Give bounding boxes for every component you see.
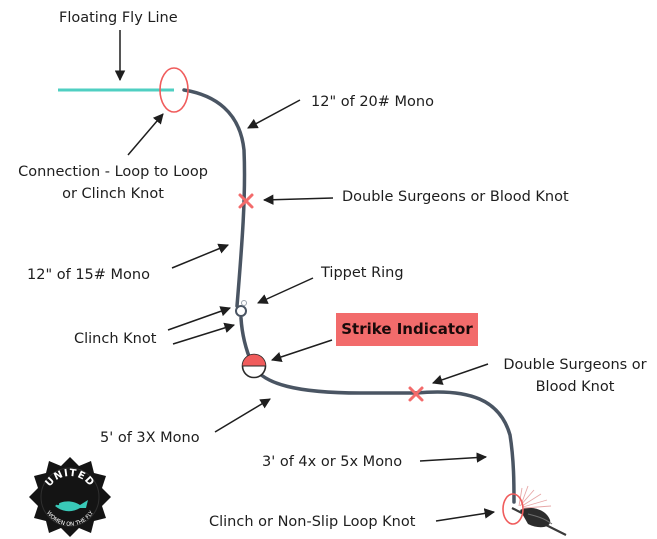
label-double-surgeons-2: Double Surgeons or Blood Knot [495,354,655,398]
strike-indicator-icon [243,355,266,378]
arrow-strike-indicator [272,340,332,360]
label-clinch-nonslip: Clinch or Non-Slip Loop Knot [209,511,415,533]
arrow-mono-15 [172,245,228,268]
label-connection-line1: Connection - Loop to Loop [6,161,220,183]
united-women-on-the-fly-logo: UNITED WOMEN ON THE FLY [29,457,111,537]
label-mono-4x5x: 3' of 4x or 5x Mono [262,451,402,473]
label-strike-indicator: Strike Indicator [336,313,478,346]
label-mono-3x: 5' of 3X Mono [100,427,200,449]
label-double-surgeons-1: Double Surgeons or Blood Knot [342,186,569,208]
arrow-connection [128,114,163,155]
label-connection-line2: or Clinch Knot [6,183,220,205]
label-double-surgeons-2-line2: Blood Knot [495,376,655,398]
arrow-mono-4x5x [420,457,486,461]
label-clinch-knot: Clinch Knot [74,328,156,350]
arrow-tippet-ring [258,278,313,303]
arrow-double-surgeons-1 [264,198,333,200]
label-mono-15: 12" of 15# Mono [27,264,150,286]
arrow-clinch-knot-lower [173,325,234,344]
double-surgeons-knot-mark-upper [240,195,252,207]
label-double-surgeons-2-line1: Double Surgeons or [495,354,655,376]
arrow-double-surgeons-2 [433,364,488,383]
arrow-clinch-knot-upper [168,308,230,330]
label-mono-20: 12" of 20# Mono [311,91,434,113]
label-tippet-ring: Tippet Ring [321,262,404,284]
tippet-4x-5x [416,392,514,502]
fly-icon [512,486,566,535]
label-floating-fly-line: Floating Fly Line [59,7,178,29]
arrow-mono-20 [248,100,300,128]
label-connection: Connection - Loop to Loop or Clinch Knot [6,161,220,205]
arrow-mono-3x [215,399,270,432]
arrow-clinch-nonslip [436,512,494,521]
